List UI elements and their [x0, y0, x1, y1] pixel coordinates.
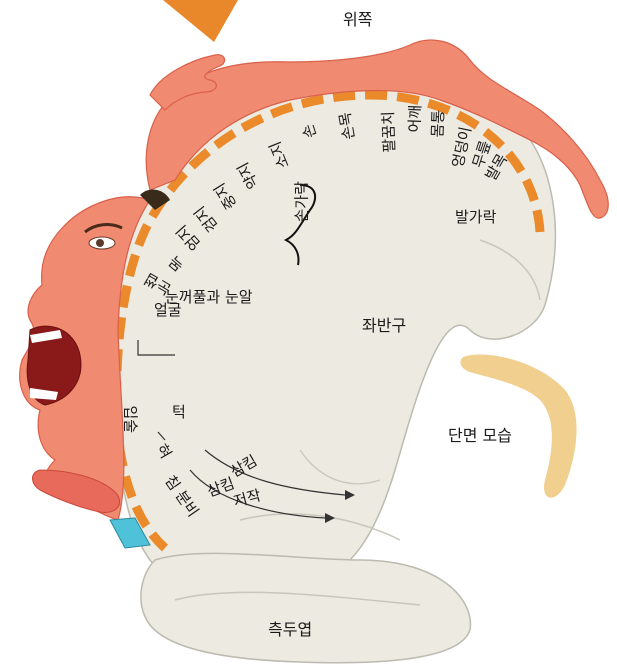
label-lips: 입술 — [123, 406, 138, 434]
label-hemisphere: 좌반구 — [362, 318, 406, 334]
label-temporal-lobe: 측두엽 — [268, 622, 312, 638]
temporal-lobe-shape — [141, 553, 471, 662]
label-top: 위쪽 — [343, 12, 372, 28]
arrow-marker — [163, 0, 238, 42]
label-wrist: 손목 — [338, 111, 358, 141]
label-fingers-brace: 손가락 — [295, 181, 310, 222]
label-toes: 발가락 — [455, 210, 496, 225]
label-trunk: 몸통 — [431, 110, 447, 138]
label-face: 얼굴 — [154, 303, 182, 318]
label-elbow: 팔꿈치 — [381, 111, 397, 153]
pupil-icon — [96, 239, 104, 247]
label-jaw: 턱 — [172, 405, 186, 420]
label-shoulder: 어깨 — [408, 105, 424, 133]
label-cross-section: 단면 모습 — [448, 428, 512, 444]
